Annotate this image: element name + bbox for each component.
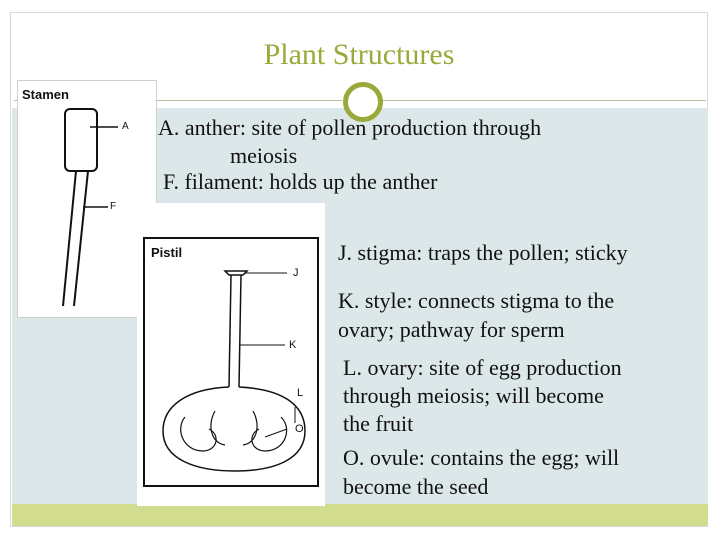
- ovule-pointer-line: [264, 428, 288, 438]
- stamen-label-a: A: [122, 121, 129, 132]
- pistil-figure-panel: Pistil J K L O: [137, 203, 325, 506]
- pistil-label-l: L: [297, 387, 304, 399]
- stigma-shape: [223, 270, 249, 276]
- filament-left-line: [62, 170, 77, 307]
- pistil-figure-title: Pistil: [151, 245, 183, 260]
- slide-title: Plant Structures: [263, 38, 455, 71]
- stigma-definition: J. stigma: traps the pollen; sticky: [338, 240, 628, 265]
- style-left-line: [228, 274, 232, 388]
- bottom-accent-bar: [12, 504, 708, 526]
- ovary-shape: [162, 386, 306, 472]
- ovule-left-shape: [180, 416, 217, 452]
- ovule-definition-line1: O. ovule: contains the egg; will: [343, 445, 620, 470]
- ovary-definition-line1: L. ovary: site of egg production: [343, 355, 622, 380]
- pistil-label-j: J: [293, 267, 299, 279]
- style-definition-line1: K. style: connects stigma to the: [338, 288, 615, 313]
- style-definition-line2: ovary; pathway for sperm: [338, 317, 565, 342]
- pistil-drawing: [162, 270, 306, 472]
- style-right-line: [238, 274, 242, 388]
- pistil-label-o: O: [295, 423, 304, 435]
- filament-definition: F. filament: holds up the anther: [163, 169, 438, 194]
- pistil-label-k: K: [289, 339, 297, 351]
- ovary-definition-line3: the fruit: [343, 411, 414, 436]
- stamen-drawing: [62, 108, 118, 307]
- filament-right-line: [73, 170, 89, 307]
- title-divider-left: [14, 100, 342, 101]
- ovule-definition-line2: become the seed: [343, 474, 489, 499]
- stamen-figure: Stamen A F: [17, 80, 157, 318]
- title-divider-right: [380, 100, 706, 101]
- stamen-label-f: F: [110, 201, 117, 212]
- title-ring-ornament: [343, 82, 383, 122]
- stamen-figure-title: Stamen: [22, 87, 69, 102]
- pistil-figure: Pistil J K L O: [143, 237, 319, 487]
- anther-definition-line2: meiosis: [230, 143, 298, 168]
- ovule-center-right-shape: [242, 410, 258, 446]
- ovule-center-left-shape: [210, 410, 226, 446]
- anther-shape: [64, 108, 98, 172]
- anther-definition-line1: A. anther: site of pollen production thr…: [158, 115, 542, 140]
- ovary-definition-line2: through meiosis; will become: [343, 383, 604, 408]
